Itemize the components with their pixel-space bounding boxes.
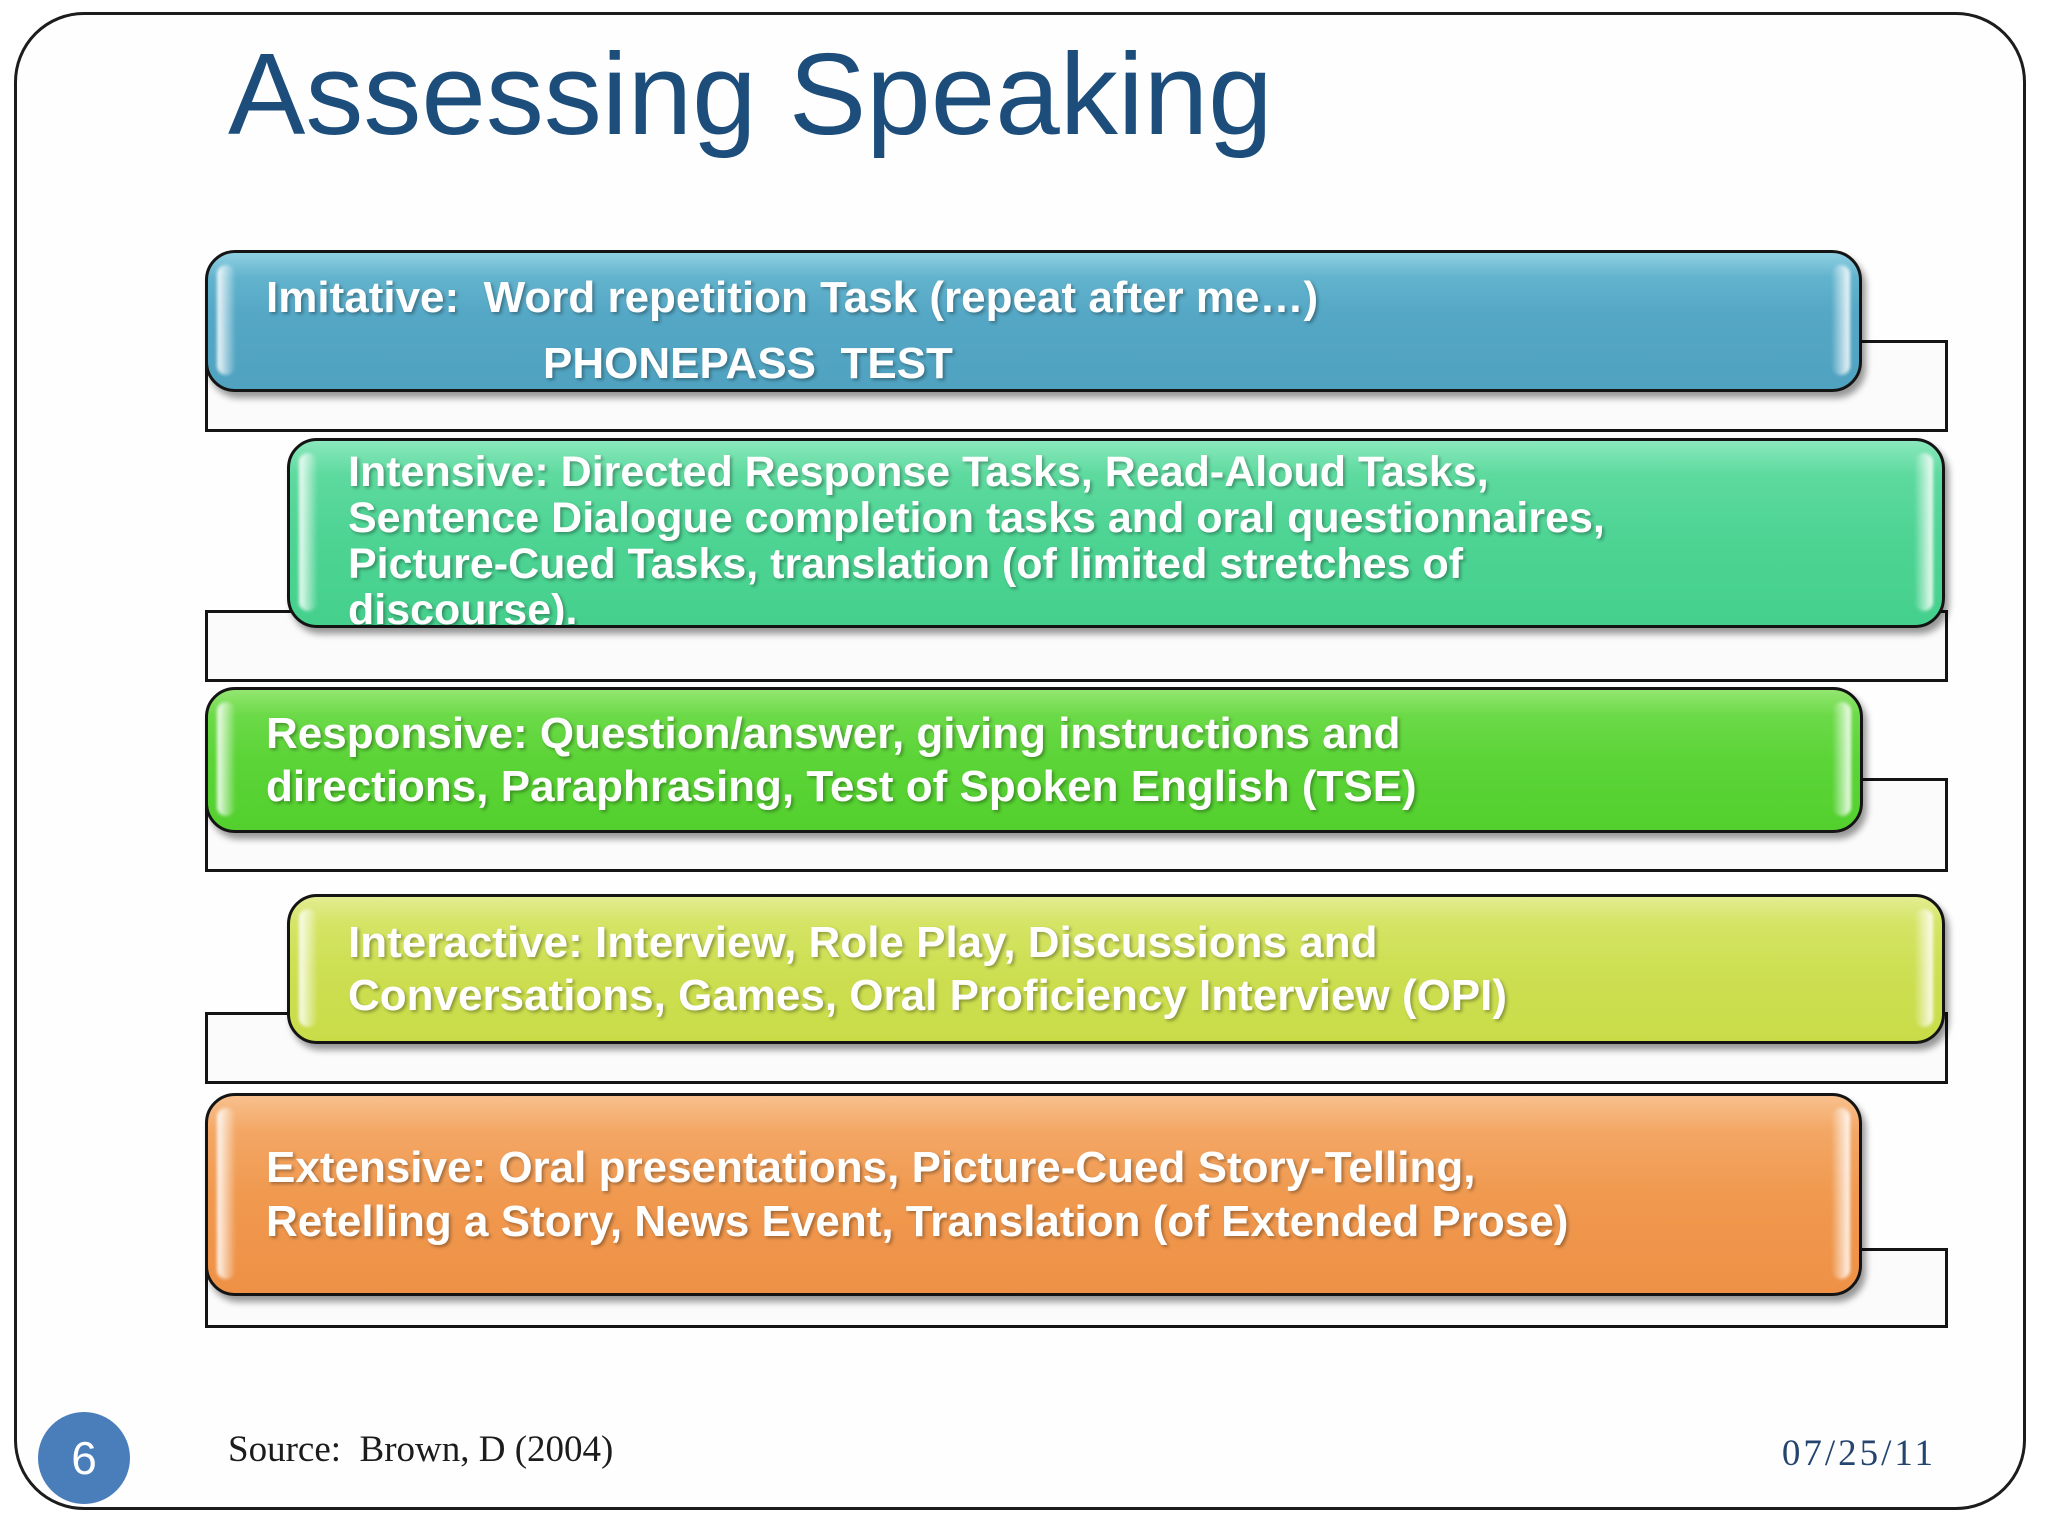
- box-text-line: Picture-Cued Tasks, translation (of limi…: [348, 540, 1464, 588]
- list-item-imitative: Imitative: Word repetition Task (repeat …: [205, 250, 1862, 392]
- box-text-line: directions, Paraphrasing, Test of Spoken…: [266, 762, 1417, 811]
- source-citation: Source: Brown, D (2004): [228, 1429, 614, 1470]
- box-text-line: PHONEPASS TEST: [543, 339, 953, 388]
- list-item-extensive: Extensive: Oral presentations, Picture-C…: [205, 1093, 1862, 1296]
- page-number-badge: 6: [38, 1412, 130, 1504]
- box-text-line: discourse).: [348, 586, 578, 628]
- box-text-line: Responsive: Question/answer, giving inst…: [266, 709, 1401, 758]
- box-text-line: Interactive: Interview, Role Play, Discu…: [348, 918, 1378, 967]
- list-item-intensive: Intensive: Directed Response Tasks, Read…: [287, 438, 1945, 628]
- box-text-line: Retelling a Story, News Event, Translati…: [266, 1196, 1569, 1246]
- list-item-interactive: Interactive: Interview, Role Play, Discu…: [287, 894, 1945, 1044]
- list-item-responsive: Responsive: Question/answer, giving inst…: [205, 687, 1863, 833]
- box-text-line: Conversations, Games, Oral Proficiency I…: [348, 971, 1508, 1020]
- box-text-line: Extensive: Oral presentations, Picture-C…: [266, 1142, 1476, 1192]
- slide-date: 07/25/11: [1781, 1433, 1936, 1474]
- box-text-line: Intensive: Directed Response Tasks, Read…: [348, 448, 1489, 496]
- box-text-line: Sentence Dialogue completion tasks and o…: [348, 494, 1605, 542]
- box-text-line: Imitative: Word repetition Task (repeat …: [266, 273, 1319, 322]
- page-number: 6: [71, 1432, 97, 1484]
- page-title: Assessing Speaking: [228, 29, 1273, 159]
